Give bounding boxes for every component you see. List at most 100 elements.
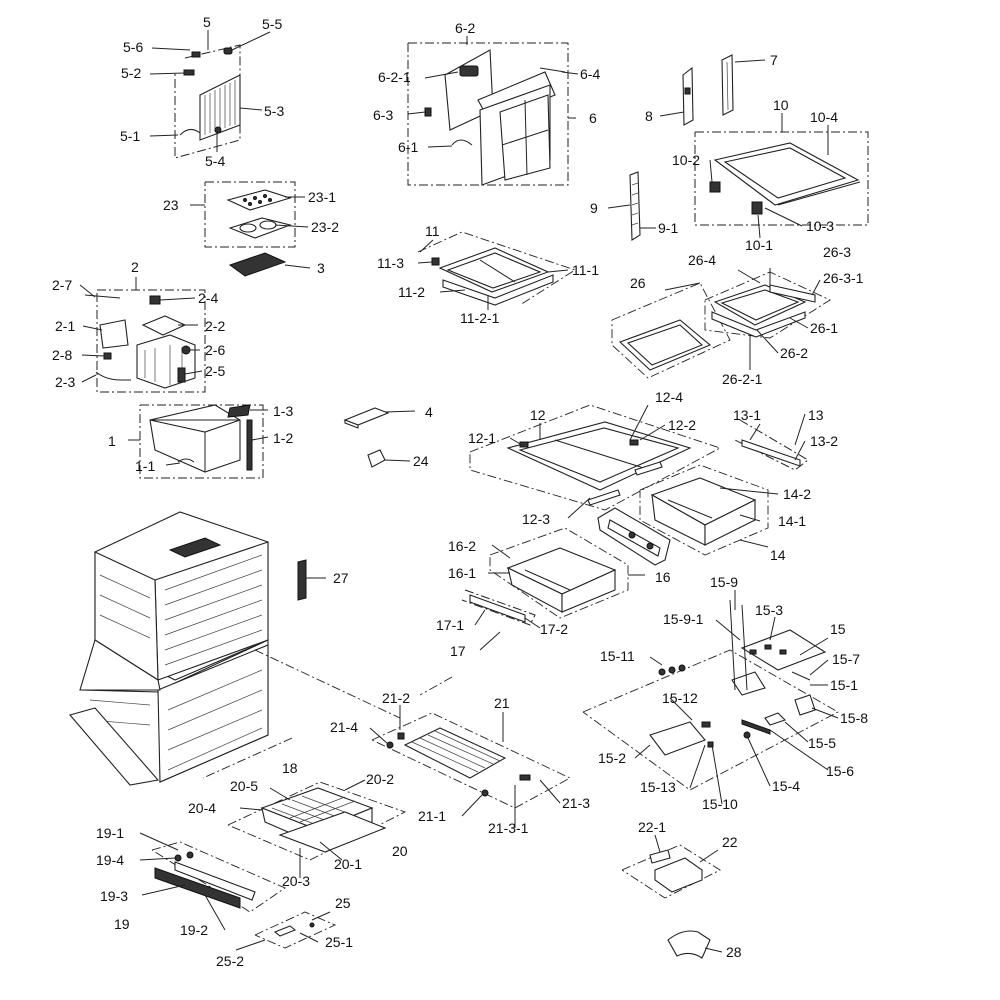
callout-label: 19-1	[96, 825, 124, 841]
callout-label: 2-8	[52, 347, 72, 363]
part-group-22	[621, 844, 721, 899]
callout-label: 21-1	[418, 808, 446, 824]
callout-label: 15-3	[755, 602, 783, 618]
callout-label: 18	[282, 760, 298, 776]
callout-label: 13-1	[733, 407, 761, 423]
callout-label: 2	[131, 259, 139, 275]
callout-label: 19-4	[96, 852, 124, 868]
part-27-strip	[297, 559, 307, 601]
callout-label: 20-4	[188, 800, 216, 816]
callout-label: 15	[830, 621, 846, 637]
callout-label: 25-1	[325, 934, 353, 950]
callout-label: 11-1	[572, 262, 599, 278]
callout-label: 6-2-1	[378, 69, 411, 85]
callout-label: 10-4	[810, 109, 838, 125]
callout-label: 21-4	[330, 719, 358, 735]
callout-label: 2-5	[205, 363, 225, 379]
callout-label: 13-2	[810, 433, 838, 449]
callout-label: 15-12	[662, 690, 698, 706]
callout-label: 17-1	[436, 617, 464, 633]
callout-label: 2-7	[52, 277, 72, 293]
callout-label: 28	[726, 944, 742, 960]
callout-label: 15-5	[808, 735, 836, 751]
callout-label: 26-3-1	[823, 270, 864, 286]
callout-label: 5	[203, 14, 211, 30]
callout-label: 5-5	[262, 16, 282, 32]
callout-label: 6-1	[398, 139, 418, 155]
callout-label: 1-2	[273, 430, 293, 446]
callout-label: 15-9	[710, 574, 738, 590]
part-group-20	[227, 781, 407, 861]
callout-label: 1-1	[135, 458, 155, 474]
part-group-2	[84, 289, 206, 393]
callout-label: 2-1	[55, 318, 75, 334]
callout-label: 13	[808, 407, 824, 423]
callout-label: 20	[392, 843, 408, 859]
callout-label: 8	[645, 108, 653, 124]
callout-label: 19-3	[100, 888, 128, 904]
callout-label: 14	[770, 547, 786, 563]
callout-label: 10-2	[672, 152, 700, 168]
part-group-23	[204, 181, 296, 277]
callout-label: 5-4	[205, 153, 225, 169]
callout-label: 16-2	[448, 538, 476, 554]
part-group-5	[174, 44, 241, 159]
callout-label: 5-1	[120, 128, 140, 144]
callout-label: 27	[333, 570, 349, 586]
callout-label: 23	[163, 197, 179, 213]
callout-label: 6-3	[373, 107, 393, 123]
callout-label: 5-3	[264, 103, 284, 119]
callout-label: 14-2	[783, 486, 811, 502]
callout-label: 22	[722, 834, 738, 850]
callout-label: 15-9-1	[663, 611, 704, 627]
part-group-26	[611, 271, 831, 379]
callout-label: 26-2	[780, 345, 808, 361]
callout-label: 23-2	[311, 219, 339, 235]
callout-label: 3	[317, 260, 325, 276]
part-group-1	[139, 404, 264, 479]
callout-label: 19-2	[180, 922, 208, 938]
guide-lines	[202, 649, 453, 779]
callout-label: 20-3	[282, 873, 310, 889]
callout-label: 19	[114, 916, 130, 932]
callout-label: 5-6	[123, 39, 143, 55]
callout-label: 20-5	[230, 778, 258, 794]
callout-label: 26-1	[810, 320, 838, 336]
part-group-15	[582, 599, 839, 791]
part-group-13	[734, 419, 809, 471]
callout-label: 21-2	[382, 690, 410, 706]
callout-label: 15-4	[772, 778, 800, 794]
callout-label: 15-8	[840, 710, 868, 726]
part-group-6	[407, 42, 569, 186]
callout-label: 25-2	[216, 953, 244, 969]
callout-label: 10-1	[745, 237, 773, 253]
callout-label: 21	[494, 695, 510, 711]
callout-label: 12-3	[522, 511, 550, 527]
callout-label: 26-4	[688, 252, 716, 268]
part-7-strip	[721, 54, 734, 116]
callout-label: 2-6	[205, 342, 225, 358]
part-8-strip	[682, 66, 694, 126]
callout-label: 20-2	[366, 771, 394, 787]
callout-label: 21-3-1	[488, 820, 529, 836]
callout-label: 10	[773, 97, 789, 113]
callout-label: 23-1	[308, 189, 336, 205]
callout-label: 7	[770, 52, 778, 68]
callout-label: 4	[425, 404, 433, 420]
callout-label: 2-4	[198, 290, 218, 306]
part-center-rail	[597, 507, 671, 566]
callout-label: 26-2-1	[722, 371, 763, 387]
callout-label: 12-4	[655, 389, 683, 405]
callout-label: 25	[335, 895, 351, 911]
part-group-16	[489, 527, 629, 619]
callout-label: 2-3	[55, 374, 75, 390]
callout-label: 9-1	[658, 220, 678, 236]
callout-label: 11-3	[377, 255, 404, 271]
part-group-25	[254, 911, 337, 949]
callout-label: 6-4	[580, 66, 600, 82]
callout-labels: 5 5-6 5-5 5-2 5-3 5-1 5-4 6-2 6-2-1 6-4 …	[52, 14, 868, 969]
callout-label: 12-1	[468, 430, 496, 446]
callout-label: 11-2	[398, 284, 425, 300]
callout-label: 15-7	[832, 651, 860, 667]
